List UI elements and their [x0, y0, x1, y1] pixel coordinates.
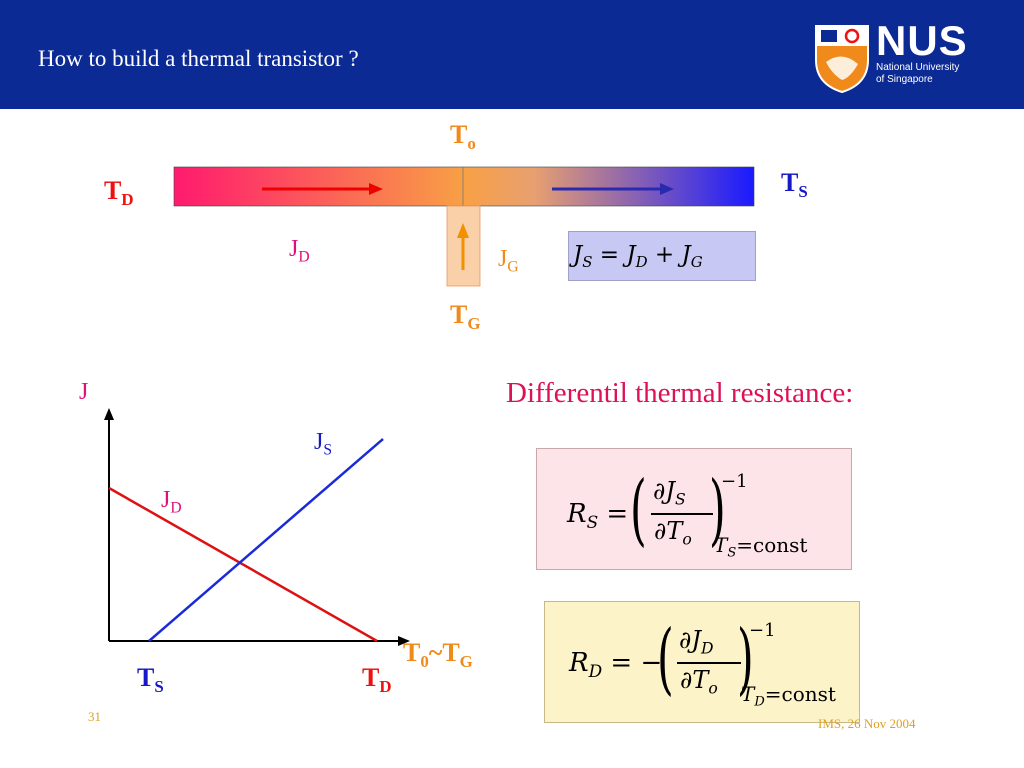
graph-ts-label: TS	[137, 663, 164, 696]
page-number: 31	[88, 709, 101, 724]
js-curve	[148, 438, 384, 642]
graph-js-label: JS	[314, 429, 333, 459]
thermal-transistor-diagram	[173, 166, 755, 287]
ts-label: TS	[781, 168, 808, 201]
jg-label: JG	[498, 246, 519, 276]
current-conservation-equation: JS = JD + JG	[568, 231, 756, 281]
to-label: To	[450, 120, 476, 153]
rs-formula-rendered: RS = ( ∂JS ∂To ) −1 TS=const	[567, 465, 808, 561]
jd-label: JD	[289, 236, 310, 266]
current-temperature-graph	[104, 408, 410, 646]
thermal-bar	[173, 166, 755, 207]
nus-crest-icon	[815, 25, 869, 94]
footer-event: IMS, 26 Nov 2004	[818, 716, 916, 731]
rd-equation-box: R_D = -(∂J_D/∂T_o)^-1 at T_D=const RD = …	[544, 601, 860, 723]
graph-y-label: J	[79, 379, 89, 405]
td-label: TD	[104, 176, 134, 209]
slide-title: How to build a thermal transistor ?	[38, 46, 359, 71]
rd-formula-rendered: RD = − ( ∂JD ∂To ) −1 TD=const	[569, 614, 836, 710]
jd-curve	[108, 486, 378, 643]
tg-label: TG	[450, 300, 481, 333]
nus-logo: NUS National University of Singapore	[876, 17, 968, 86]
rs-equation-box: R_S = (∂J_S/∂T_o)^-1 at T_S=const RS = (…	[536, 448, 852, 570]
resistance-heading: Differentil thermal resistance:	[506, 377, 854, 409]
graph-td-label: TD	[362, 663, 392, 696]
graph-jd-label: JD	[161, 487, 182, 517]
graph-x-axis-label: T0~TG	[403, 638, 473, 671]
